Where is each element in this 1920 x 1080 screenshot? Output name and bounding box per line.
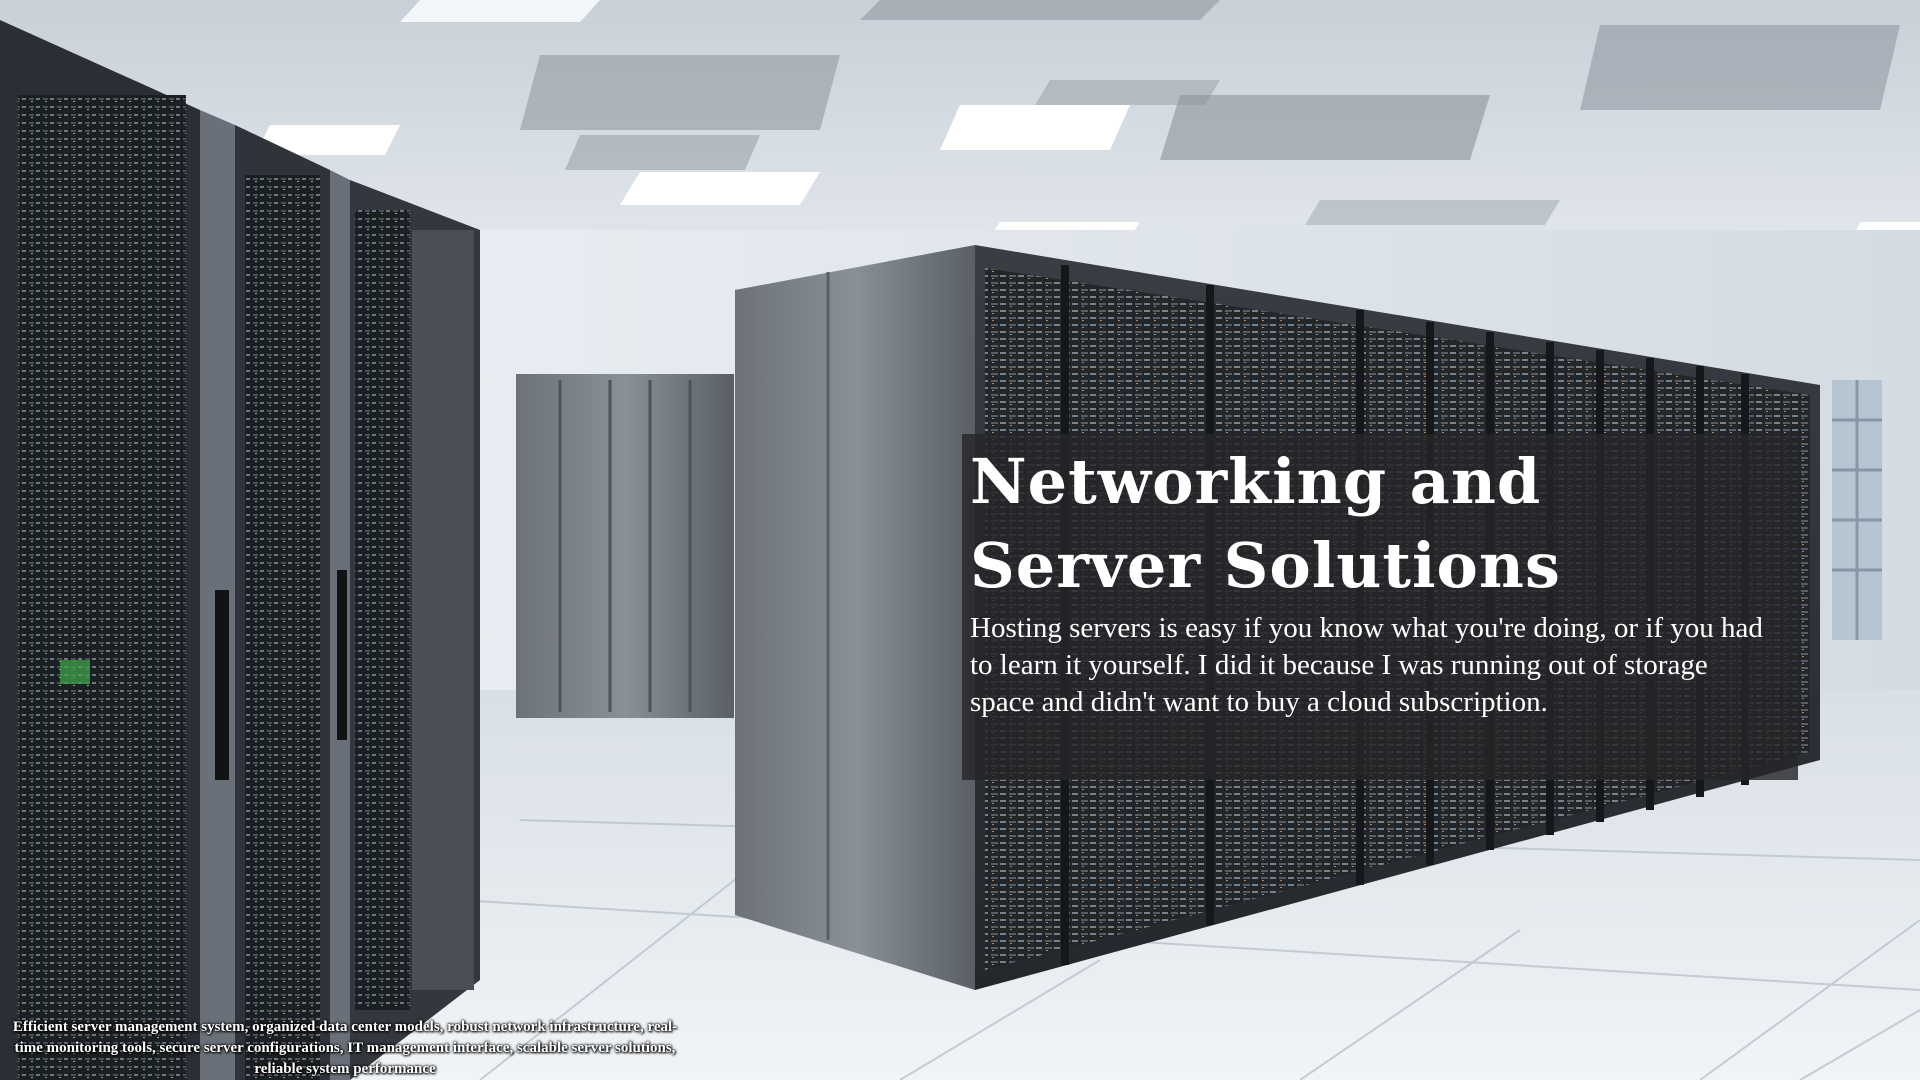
slide-title-line-2: Server Solutions (970, 529, 1561, 602)
image-caption: Efficient server management system, orga… (12, 1019, 678, 1077)
slide-title-line-1: Networking and (970, 445, 1542, 518)
text-overlay-box: Networking and Server Solutions Hosting … (962, 434, 1798, 780)
slide-title: Networking and Server Solutions (970, 434, 1774, 608)
slide-body-text: Hosting servers is easy if you know what… (970, 612, 1763, 718)
